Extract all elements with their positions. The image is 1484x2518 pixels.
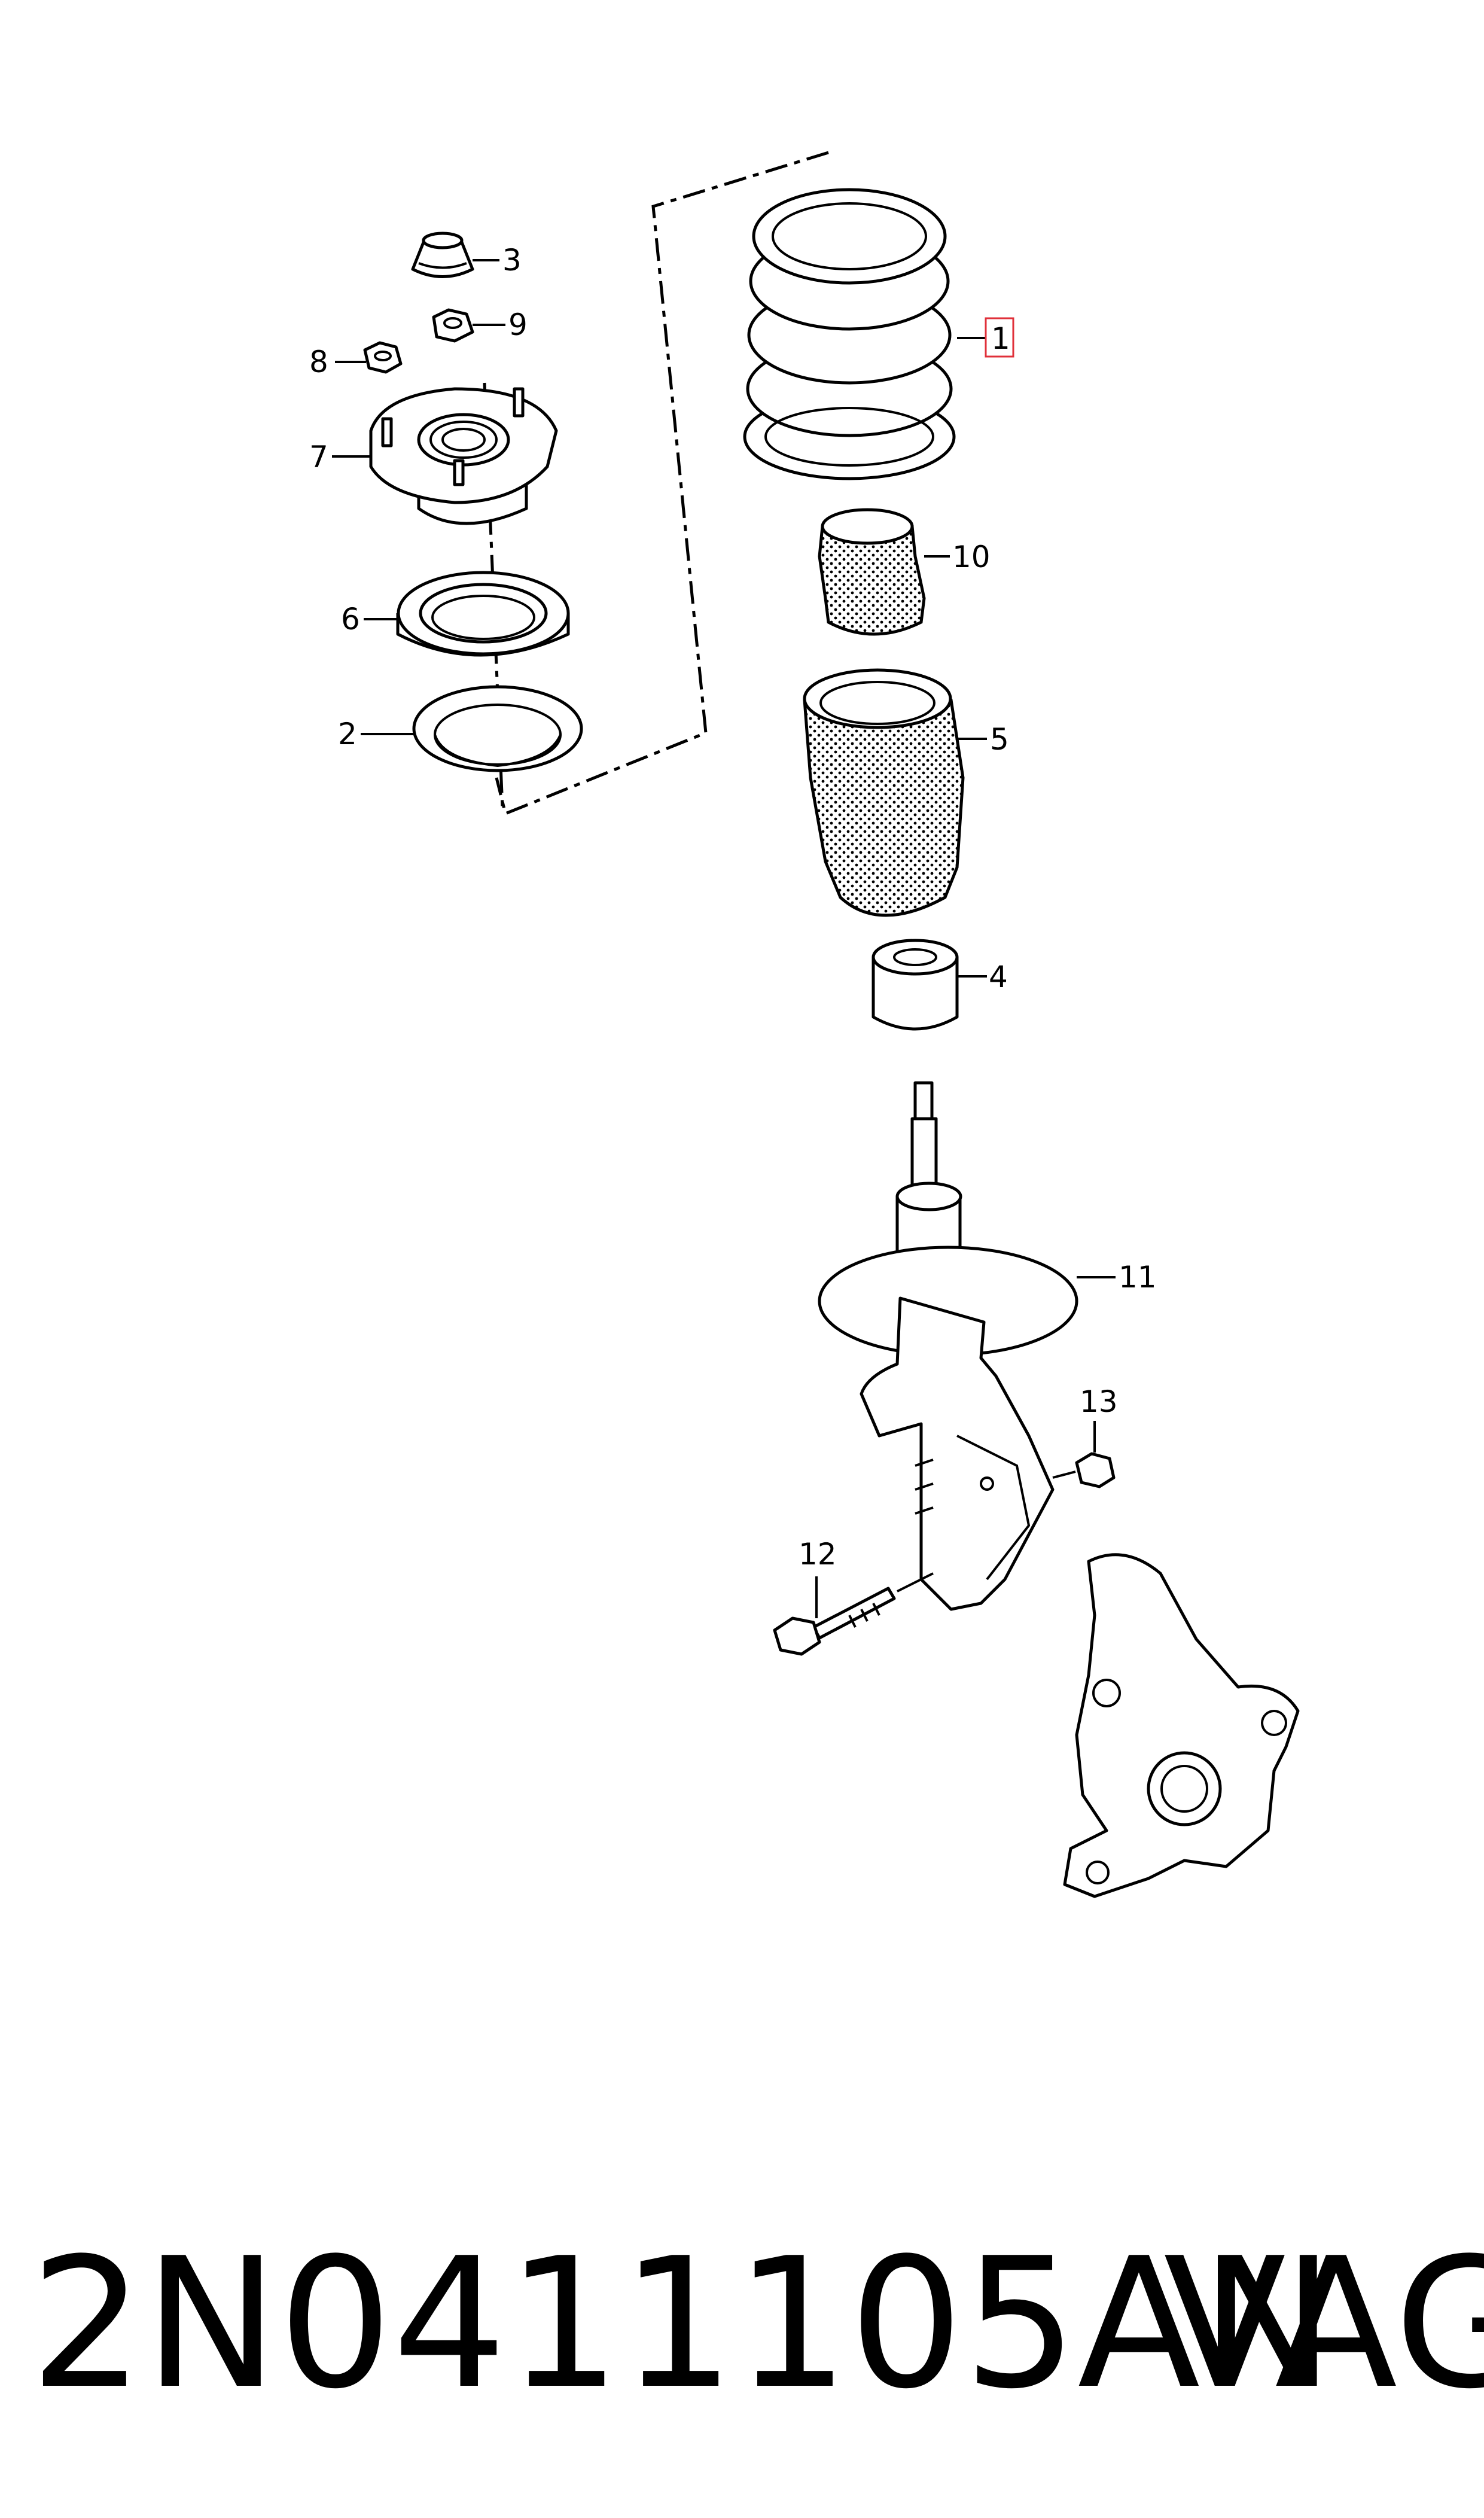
part-12-bolt	[773, 1587, 896, 1656]
brand-caption: VAG	[1163, 2219, 1484, 2428]
callout-8: 8	[309, 345, 328, 379]
part-3-cap	[411, 232, 474, 278]
part-9-nut	[432, 308, 474, 343]
callout-5: 5	[990, 722, 1009, 757]
part-7-strut-mount	[369, 387, 558, 525]
callout-4: 4	[989, 960, 1008, 994]
part-8-nut	[363, 341, 403, 374]
callout-10: 10	[952, 540, 991, 574]
callout-1-highlight	[985, 317, 1014, 358]
part-2-spring-seat	[412, 685, 583, 772]
callout-12: 12	[799, 1537, 837, 1572]
part-5-dust-boot	[803, 668, 965, 917]
part-6-bearing	[396, 571, 570, 657]
part-13-nut	[1075, 1452, 1116, 1488]
part-1-coil-spring	[743, 188, 956, 480]
part-11-shock-absorber	[818, 1081, 1078, 1611]
callout-11: 11	[1119, 1260, 1157, 1295]
callout-9: 9	[508, 307, 528, 342]
callout-6: 6	[341, 602, 360, 637]
callout-1: 1	[991, 321, 1010, 356]
part-4-bushing	[871, 939, 959, 1031]
callout-2: 2	[338, 717, 357, 751]
callout-3: 3	[502, 243, 522, 278]
part-10-bump-stop	[818, 508, 926, 636]
callout-7: 7	[309, 440, 328, 474]
callout-13: 13	[1080, 1384, 1118, 1419]
steering-knuckle	[1063, 1553, 1300, 1898]
part-number-caption: 2N0411105AN	[30, 2219, 1335, 2428]
